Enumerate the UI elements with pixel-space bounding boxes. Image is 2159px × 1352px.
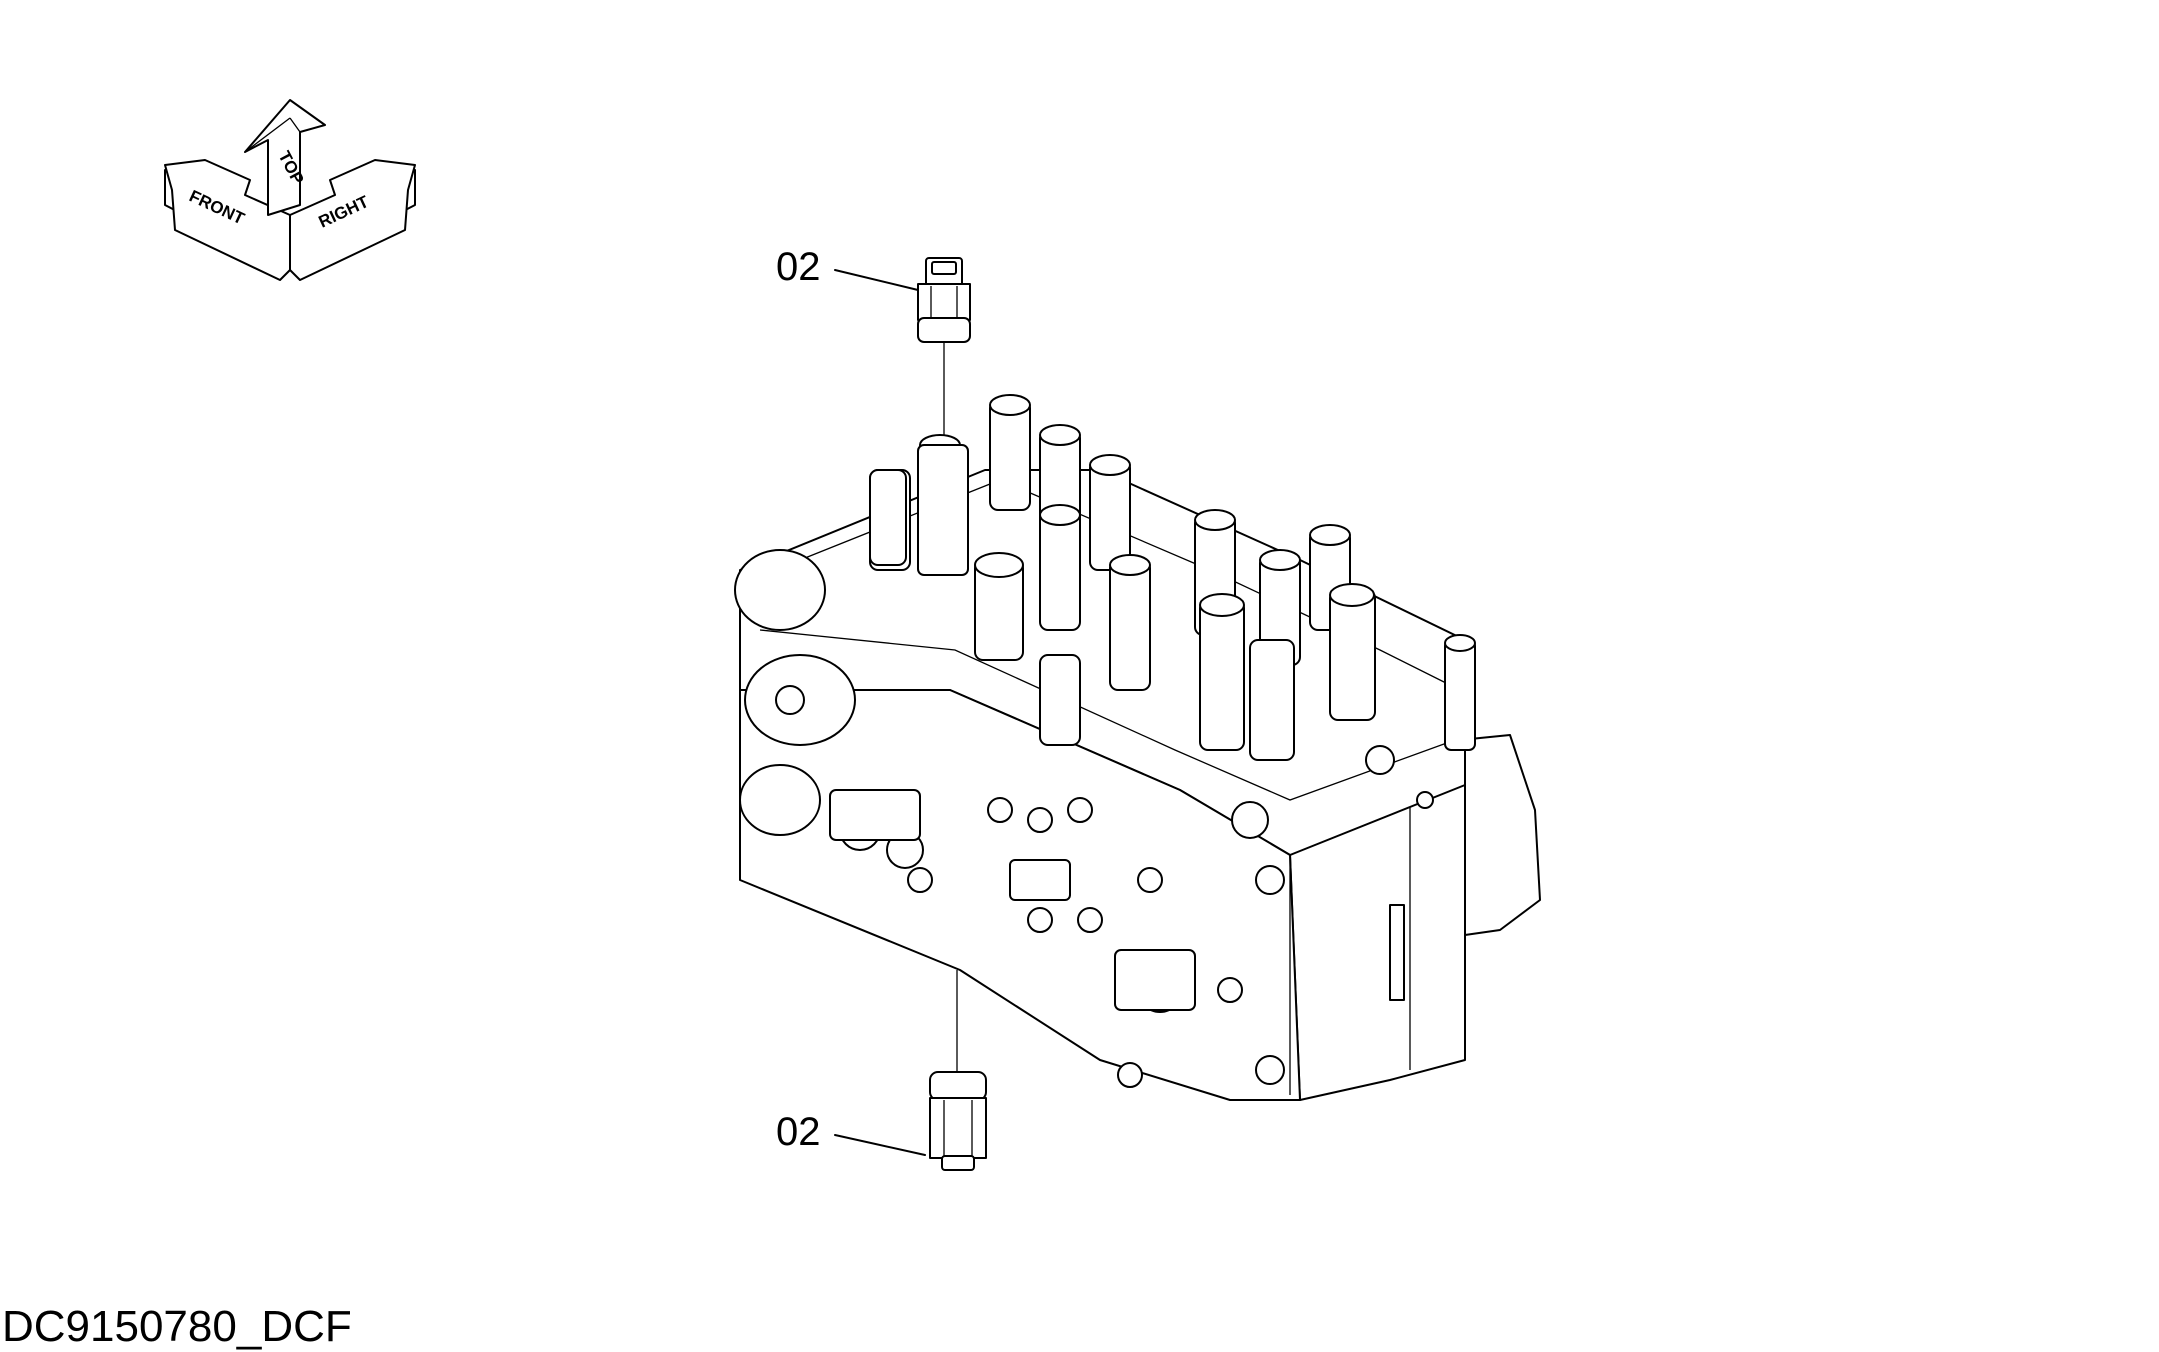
- callout-label: 02: [776, 245, 821, 289]
- right-arrow-icon: [289, 159, 416, 281]
- callout-label: 02: [776, 1110, 821, 1154]
- control-valve-assembly: [734, 394, 1541, 1101]
- front-bolts: [775, 685, 1434, 1088]
- spool-row: [869, 394, 1476, 761]
- plug-part-top: [917, 257, 971, 455]
- orientation-indicator: TOP FRONT RIGHT: [164, 99, 416, 281]
- plug-part-bottom: [929, 970, 987, 1171]
- top-arrow-icon: [244, 99, 326, 216]
- callout-bottom: 02: [776, 1110, 926, 1156]
- drawing-code: DC9150780_DCF: [2, 1302, 352, 1351]
- callout-top: 02: [776, 245, 919, 291]
